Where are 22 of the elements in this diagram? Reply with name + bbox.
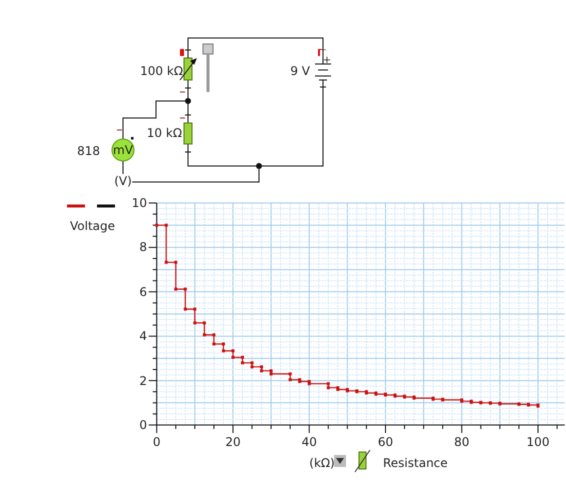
component-value: 10 kΩ: [146, 126, 182, 140]
meter-unit: (V): [114, 174, 132, 188]
axis-tick-label: 20: [225, 435, 241, 449]
axis-tick-label: 0: [152, 435, 160, 449]
axis-tick-label: 10: [132, 196, 147, 210]
meter-reading: 818: [77, 144, 100, 158]
axis-tick-label: 80: [454, 435, 470, 449]
axis-tick-label: 6: [139, 284, 147, 299]
axis-tick-label: 2: [139, 374, 147, 388]
component-value: 9 V: [290, 64, 310, 78]
meter-unit: mV: [113, 143, 133, 157]
axis-title: Resistance: [383, 456, 448, 470]
legend-label: Voltage: [70, 219, 116, 233]
polarity-sign: +: [322, 54, 332, 68]
axis-tick-label: 8: [139, 240, 147, 254]
axis-unit: (kΩ): [309, 456, 335, 470]
component-value: 100 kΩ: [140, 64, 183, 78]
axis-tick-label: 0: [139, 418, 147, 432]
axis-tick-label: 60: [378, 435, 394, 449]
axis-tick-label: 100: [526, 435, 550, 449]
axis-tick-label: 4: [139, 329, 147, 344]
axis-tick-label: 40: [302, 435, 317, 449]
